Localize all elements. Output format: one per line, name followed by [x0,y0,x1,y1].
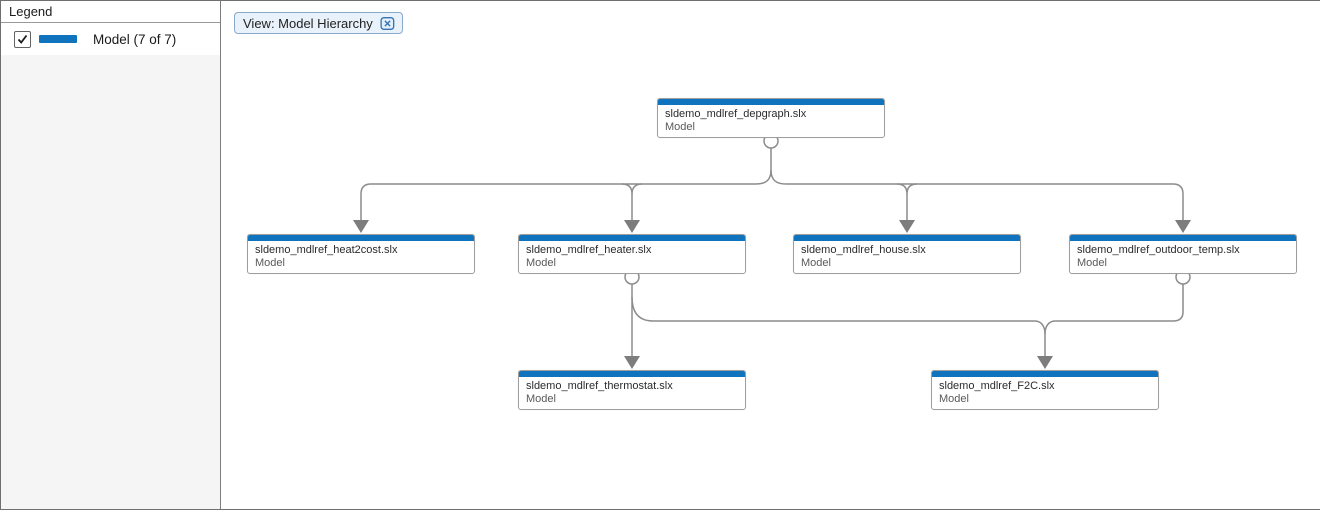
legend-panel: Legend Model (7 of 7) [1,1,221,509]
node-type-bar [658,99,884,105]
node-title: sldemo_mdlref_heater.slx [526,244,652,256]
node-title: sldemo_mdlref_F2C.slx [939,380,1055,392]
node-type-bar [519,371,745,377]
node-title: sldemo_mdlref_outdoor_temp.slx [1077,244,1240,256]
model-visibility-checkbox[interactable] [14,30,31,48]
node-type-bar [248,235,474,241]
node-type-bar [519,235,745,241]
node-subtitle: Model [665,121,695,133]
node-subtitle: Model [939,393,969,405]
view-filter-chip[interactable]: View: Model Hierarchy [234,12,403,34]
node-subtitle: Model [526,393,556,405]
edge-depgraph-heater[interactable] [621,183,643,233]
node-type-bar [932,371,1158,377]
node-title: sldemo_mdlref_depgraph.slx [665,108,807,120]
node-subtitle: Model [801,257,831,269]
node-type-bar [1070,235,1296,241]
node-heater[interactable]: sldemo_mdlref_heater.slx Model [518,234,746,274]
node-title: sldemo_mdlref_heat2cost.slx [255,244,398,256]
legend-title: Legend [1,1,220,23]
node-subtitle: Model [1077,257,1107,269]
edge-depgraph-outdoor-temp[interactable] [770,169,1191,233]
node-depgraph[interactable]: sldemo_mdlref_depgraph.slx Model [657,98,885,138]
node-subtitle: Model [255,257,285,269]
checkmark-icon [17,34,28,44]
node-heat2cost[interactable]: sldemo_mdlref_heat2cost.slx Model [247,234,475,274]
clear-view-icon[interactable] [380,16,395,31]
node-title: sldemo_mdlref_house.slx [801,244,926,256]
node-thermostat[interactable]: sldemo_mdlref_thermostat.slx Model [518,370,746,410]
dependency-graph-canvas[interactable]: View: Model Hierarchy [221,1,1320,509]
edge-depgraph-heat2cost[interactable] [353,148,772,233]
node-outdoor-temp[interactable]: sldemo_mdlref_outdoor_temp.slx Model [1069,234,1297,274]
edge-heater-f2c[interactable] [631,296,1053,369]
node-title: sldemo_mdlref_thermostat.slx [526,380,673,392]
node-house[interactable]: sldemo_mdlref_house.slx Model [793,234,1021,274]
node-f2c[interactable]: sldemo_mdlref_F2C.slx Model [931,370,1159,410]
legend-item-label: Model (7 of 7) [93,31,177,47]
model-color-swatch [39,35,77,43]
node-subtitle: Model [526,257,556,269]
node-type-bar [794,235,1020,241]
legend-item-model: Model (7 of 7) [1,23,220,55]
view-filter-label: View: Model Hierarchy [243,15,373,31]
edge-heater-thermostat[interactable] [624,284,640,369]
edge-depgraph-house[interactable] [896,183,918,233]
edge-outdoor-temp-f2c[interactable] [1044,284,1184,335]
